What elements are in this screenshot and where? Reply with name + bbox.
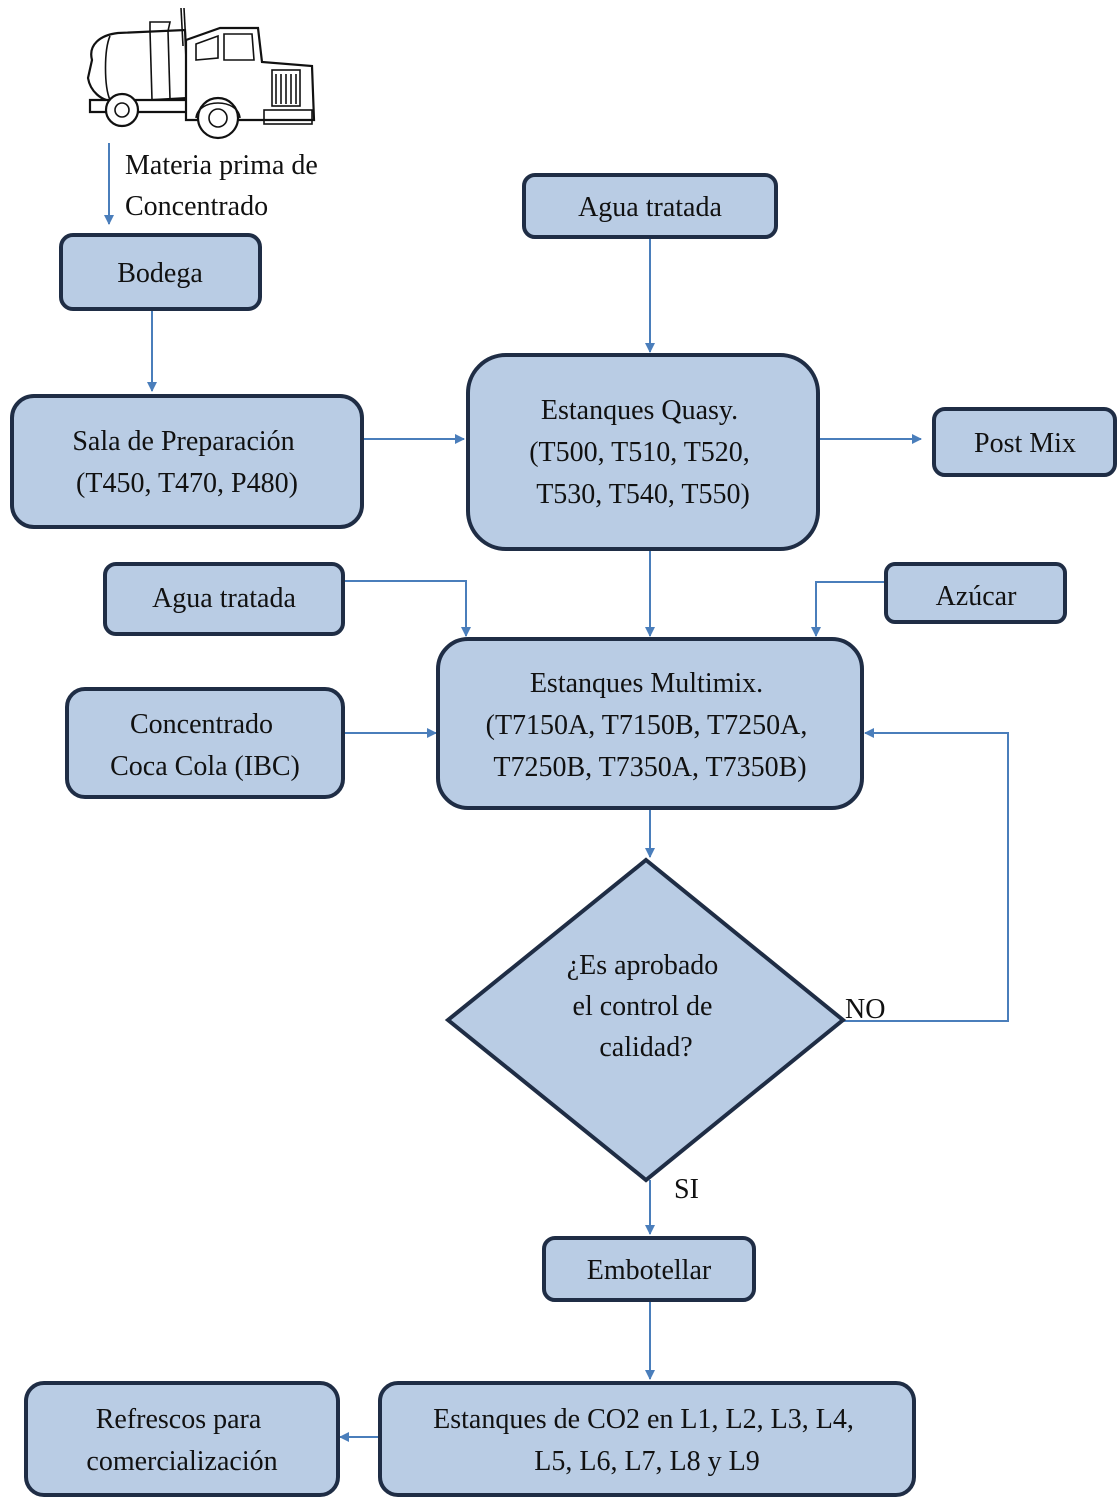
control-calidad-label: ¿Es aprobado el control de calidad? [567,950,726,1063]
estanques-quasy-label: Estanques Quasy. (T500, T510, T520, T530… [529,395,757,510]
azucar-box: Azúcar [884,562,1067,624]
arrow-azucar-to-multimix [811,581,886,637]
agua-tratada-mid-box: Agua tratada [103,562,345,636]
materia-prima-label: Materia prima de Concentrado [125,150,325,222]
concentrado-coca-cola-box: Concentrado Coca Cola (IBC) [65,687,345,799]
concentrado-coca-cola-label: Concentrado Coca Cola (IBC) [110,709,300,782]
connectors [104,143,1009,1442]
estanques-co2-label: Estanques de CO2 en L1, L2, L3, L4, L5, … [433,1404,861,1477]
sala-preparacion-label: Sala de Preparación (T450, T470, P480) [72,426,301,499]
estanques-multimix-label: Estanques Multimix. (T7150A, T7150B, T72… [486,668,815,783]
no-label: NO [845,994,885,1025]
arrow-agua-mid-to-multimix [343,580,471,637]
tanker-truck-icon [86,7,316,140]
estanques-co2-box: Estanques de CO2 en L1, L2, L3, L4, L5, … [378,1381,916,1497]
bodega-label: Bodega [117,258,203,289]
estanques-quasy-box: Estanques Quasy. (T500, T510, T520, T530… [466,353,820,551]
agua-tratada-mid-label: Agua tratada [152,583,296,614]
control-calidad-decision: ¿Es aprobado el control de calidad? [444,857,847,1183]
agua-tratada-top-box: Agua tratada [522,173,778,239]
azucar-label: Azúcar [936,581,1018,612]
post-mix-label: Post Mix [974,428,1076,459]
post-mix-box: Post Mix [932,407,1117,477]
agua-tratada-top-label: Agua tratada [578,192,722,223]
embotellar-box: Embotellar [542,1236,756,1302]
embotellar-label: Embotellar [587,1255,712,1286]
refrescos-label: Refrescos para comercialización [86,1404,277,1477]
estanques-multimix-box: Estanques Multimix. (T7150A, T7150B, T72… [436,637,864,810]
bodega-box: Bodega [59,233,262,311]
sala-preparacion-box: Sala de Preparación (T450, T470, P480) [10,394,364,529]
arrow-decision-no-to-multimix [842,728,1009,1022]
si-label: SI [674,1174,699,1205]
refrescos-box: Refrescos para comercialización [24,1381,340,1497]
